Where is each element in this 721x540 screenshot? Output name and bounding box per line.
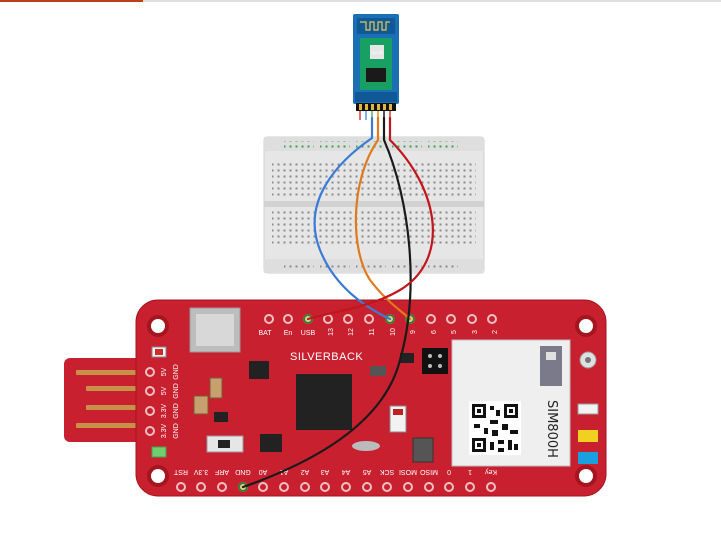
top-progress-accent	[0, 0, 143, 2]
pin-label-arf: ARF	[215, 468, 229, 475]
pin-label-key: Key	[484, 468, 497, 475]
pin-label-12: 12	[348, 328, 355, 336]
board-brand: SILVERBACK	[290, 351, 363, 363]
usb-tab	[64, 358, 149, 442]
pin-label-0: 0	[447, 468, 451, 475]
pin-label-6: 6	[431, 330, 438, 334]
pin-label-gnd: GND	[235, 468, 251, 475]
wires	[241, 116, 434, 489]
pin-label-1: 1	[468, 468, 472, 475]
pin-label-2: 2	[492, 330, 499, 334]
pin-label-3v3: 3.3V	[193, 468, 208, 475]
pin-label-13: 13	[328, 328, 335, 336]
pin-label-3v3-a: 3.3V	[161, 403, 168, 418]
pin-label-5v-b: 5V	[161, 386, 168, 395]
gsm-module-label: SIM800H	[544, 400, 559, 458]
bt-pin-legs	[359, 111, 391, 120]
pin-label-5: 5	[451, 330, 458, 334]
qr-code	[469, 401, 521, 455]
pin-label-a4: A4	[342, 468, 351, 475]
pin-label-a5: A5	[363, 468, 372, 475]
bt-chip-label: HC-05	[371, 50, 383, 55]
pin-label-mosi: MOSI	[399, 468, 417, 475]
silverback-board: SILVERBACK SIM800H	[64, 299, 607, 497]
pin-label-5v-a: 5V	[161, 367, 168, 376]
pin-label-gnd-d: GND	[173, 423, 180, 439]
pin-label-bat: BAT	[258, 330, 272, 337]
pin-label-11: 11	[369, 328, 376, 335]
pin-label-gnd-a: GND	[173, 364, 180, 380]
pin-label-a3: A3	[321, 468, 330, 475]
pin-label-rst: RST	[173, 468, 188, 475]
wire-red	[306, 116, 434, 321]
pin-label-a0: A0	[259, 468, 268, 475]
pin-label-a2: A2	[301, 468, 310, 475]
wire-blue	[313, 116, 392, 321]
pin-label-en: En	[284, 330, 293, 337]
left-power-pins: 5V 5V 3.3V 3.3V GND GND GND GND	[145, 364, 180, 439]
pin-label-gnd-b: GND	[173, 383, 180, 399]
pin-label-gnd-c: GND	[173, 403, 180, 419]
pin-label-sck: SCK	[379, 468, 394, 475]
pin-label-10: 10	[390, 328, 397, 336]
breadboard	[263, 136, 485, 274]
pin-label-miso: MISO	[420, 468, 438, 475]
pin-label-3: 3	[472, 330, 479, 334]
bluetooth-module: HC-05	[353, 14, 399, 111]
pin-label-3v3-b: 3.3V	[161, 423, 168, 438]
pin-label-usb: USB	[301, 330, 316, 337]
pin-label-9: 9	[410, 330, 417, 334]
top-progress-track	[0, 0, 721, 2]
wire-orange	[354, 116, 412, 321]
wire-black	[241, 116, 412, 489]
